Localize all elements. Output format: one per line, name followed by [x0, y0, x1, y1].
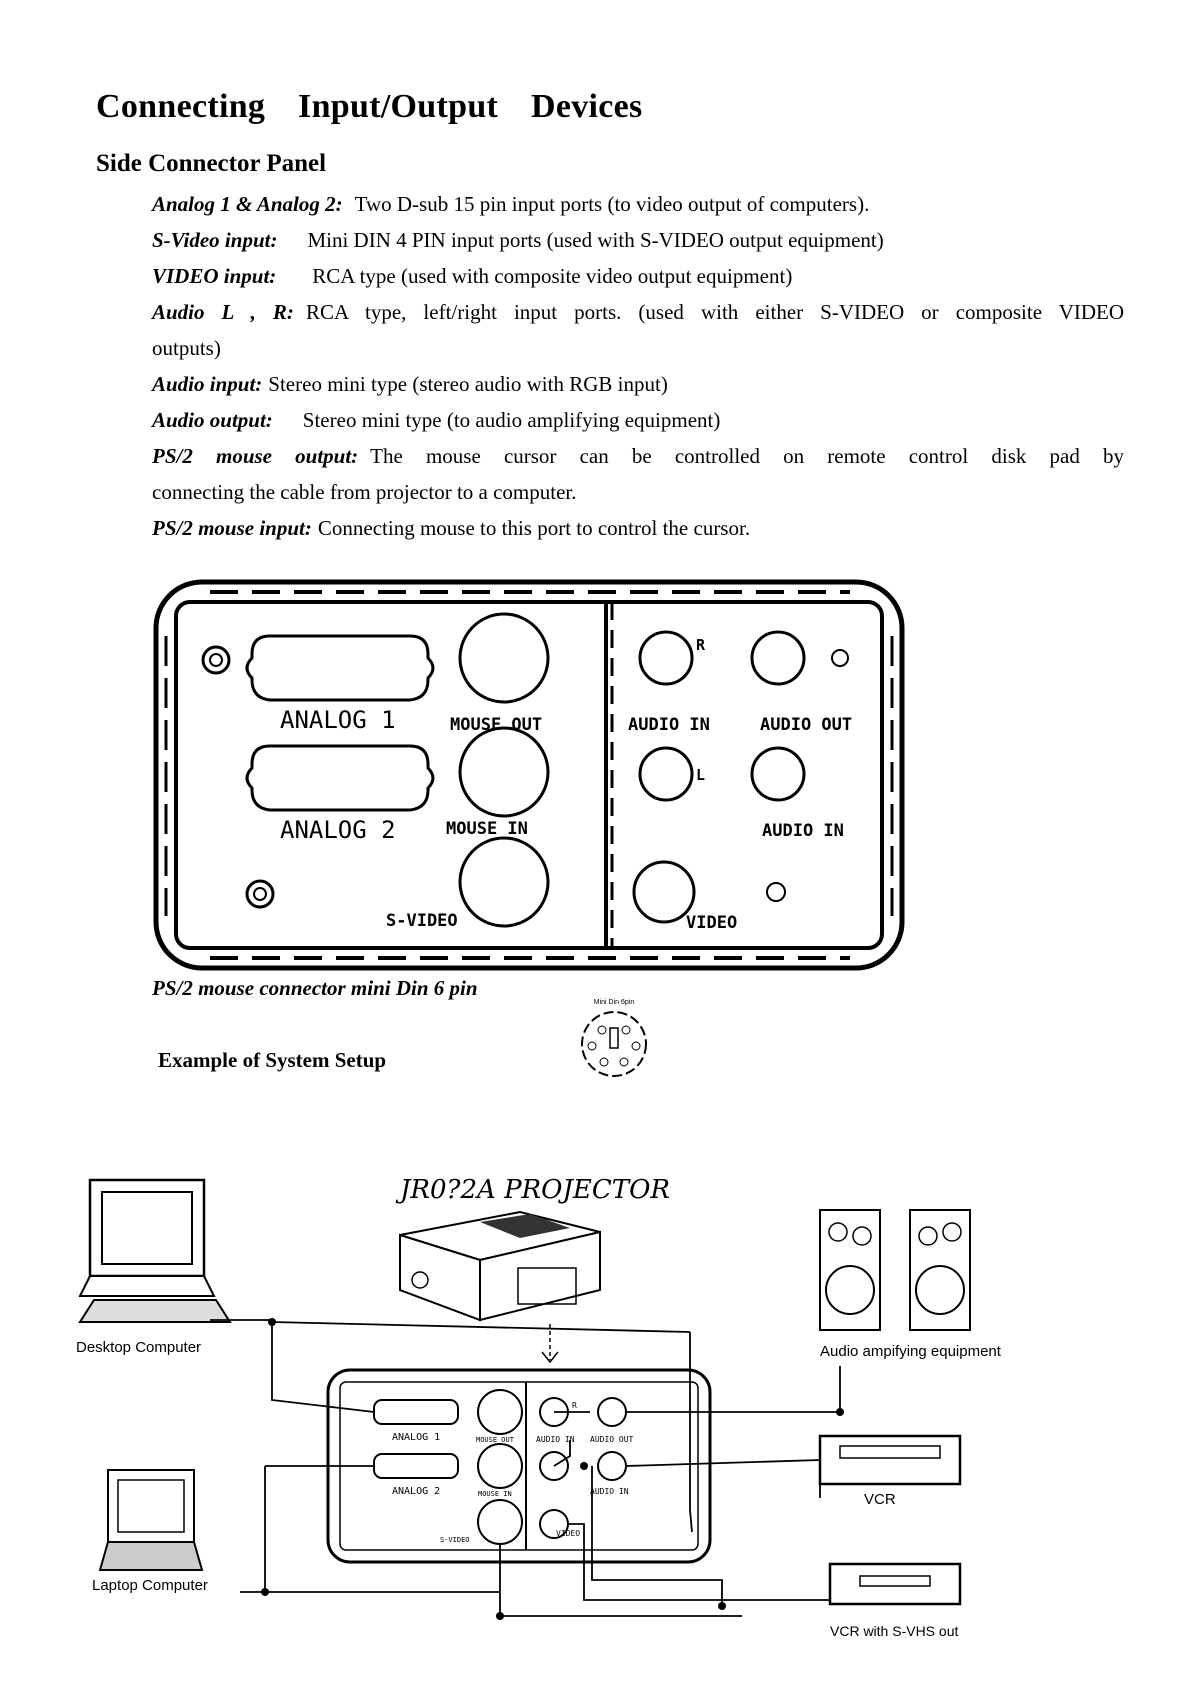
label-audio-in: AUDIO IN	[628, 715, 710, 735]
spec-audio-lr-cont: outputs)	[152, 336, 221, 360]
setup-heading: Example of System Setup	[158, 1048, 387, 1072]
screw-icon	[245, 879, 275, 909]
indicator-dot	[766, 882, 786, 902]
junction-dots	[261, 1318, 844, 1620]
mini-din-label: Mini Din 6pin	[594, 999, 635, 1006]
small-label-r: R	[572, 1401, 577, 1410]
port-audio-l	[638, 746, 694, 802]
vcr-svhs-label: VCR with S-VHS out	[830, 1623, 958, 1639]
spec-video: VIDEO input:RCA type (used with composit…	[152, 264, 793, 288]
laptop-label: Laptop Computer	[92, 1577, 208, 1594]
label-audio-out: AUDIO OUT	[760, 715, 852, 735]
system-setup-diagram: JR0?2A PROJECTOR Desktop Computer Laptop…	[76, 1175, 1002, 1639]
speaker-icon	[909, 1209, 971, 1331]
desktop-computer-icon	[78, 1178, 232, 1323]
spec-ps2-out: PS/2 mouse output:The mouse cursor can b…	[152, 444, 1124, 468]
spec-ps2-out-cont: connecting the cable from projector to a…	[152, 480, 577, 504]
speaker-icon	[819, 1209, 881, 1331]
connector-panel-diagram: ANALOG 1 ANALOG 2 MOUSE OUT MOUSE IN S-V…	[153, 579, 905, 971]
spec-ps2-in: PS/2 mouse input:Connecting mouse to thi…	[152, 516, 751, 540]
spec-svideo: S-Video input:Mini DIN 4 PIN input ports…	[152, 228, 884, 252]
projector-label: JR0?2A PROJECTOR	[395, 1175, 670, 1205]
port-mouse-in	[458, 726, 550, 818]
label-video: VIDEO	[686, 913, 737, 933]
vcr-icon	[818, 1434, 962, 1486]
screw-icon	[201, 645, 231, 675]
label-audio-in-2: AUDIO IN	[762, 821, 844, 841]
ps2-caption: PS/2 mouse connector mini Din 6 pin	[152, 976, 478, 1000]
section-title: Side Connector Panel	[96, 150, 327, 177]
spec-audio-lr: Audio L , R:RCA type, left/right input p…	[152, 300, 1125, 324]
port-audio-in-2	[750, 746, 806, 802]
small-label-s-video: S-VIDEO	[440, 1536, 470, 1544]
dsub-port-analog2	[245, 744, 435, 812]
desktop-label: Desktop Computer	[76, 1339, 201, 1356]
small-label-audio-in: AUDIO IN	[536, 1435, 575, 1444]
small-label-analog1: ANALOG 1	[392, 1432, 440, 1443]
port-video	[632, 860, 696, 924]
audio-eq-label: Audio ampifying equipment	[820, 1343, 1002, 1360]
small-label-audio-in2: AUDIO IN	[590, 1487, 629, 1496]
small-label-video: VIDEO	[556, 1529, 580, 1538]
label-analog2: ANALOG 2	[280, 816, 396, 844]
vcr-label: VCR	[864, 1491, 896, 1508]
spec-audio-input: Audio input:Stereo mini type (stereo aud…	[152, 372, 668, 396]
label-mouse-out: MOUSE OUT	[450, 715, 542, 735]
projector-icon	[399, 1210, 601, 1322]
label-l: L	[696, 766, 705, 784]
label-s-video: S-VIDEO	[386, 911, 458, 931]
port-audio-r	[638, 630, 694, 686]
indicator-dot	[831, 649, 849, 667]
small-label-analog2: ANALOG 2	[392, 1486, 440, 1497]
spec-audio-output: Audio output:Stereo mini type (to audio …	[152, 408, 721, 432]
page-title: Connecting Input/Output Devices	[96, 88, 643, 125]
port-audio-out	[750, 630, 806, 686]
port-mouse-out	[458, 612, 550, 704]
small-label-audio-out: AUDIO OUT	[590, 1435, 634, 1444]
spec-analog: Analog 1 & Analog 2:Two D-sub 15 pin inp…	[152, 192, 870, 216]
small-label-mouse-out: MOUSE OUT	[476, 1436, 515, 1444]
label-mouse-in: MOUSE IN	[446, 819, 528, 839]
small-label-mouse-in: MOUSE IN	[478, 1490, 512, 1498]
port-s-video	[458, 836, 550, 928]
label-analog1: ANALOG 1	[280, 706, 396, 734]
dsub-port-analog1	[245, 634, 435, 702]
mini-din-pinout-diagram: Mini Din 6pin	[581, 999, 647, 1077]
label-r: R	[696, 636, 706, 654]
laptop-computer-icon	[98, 1469, 204, 1571]
vcr-svhs-icon	[828, 1562, 962, 1606]
